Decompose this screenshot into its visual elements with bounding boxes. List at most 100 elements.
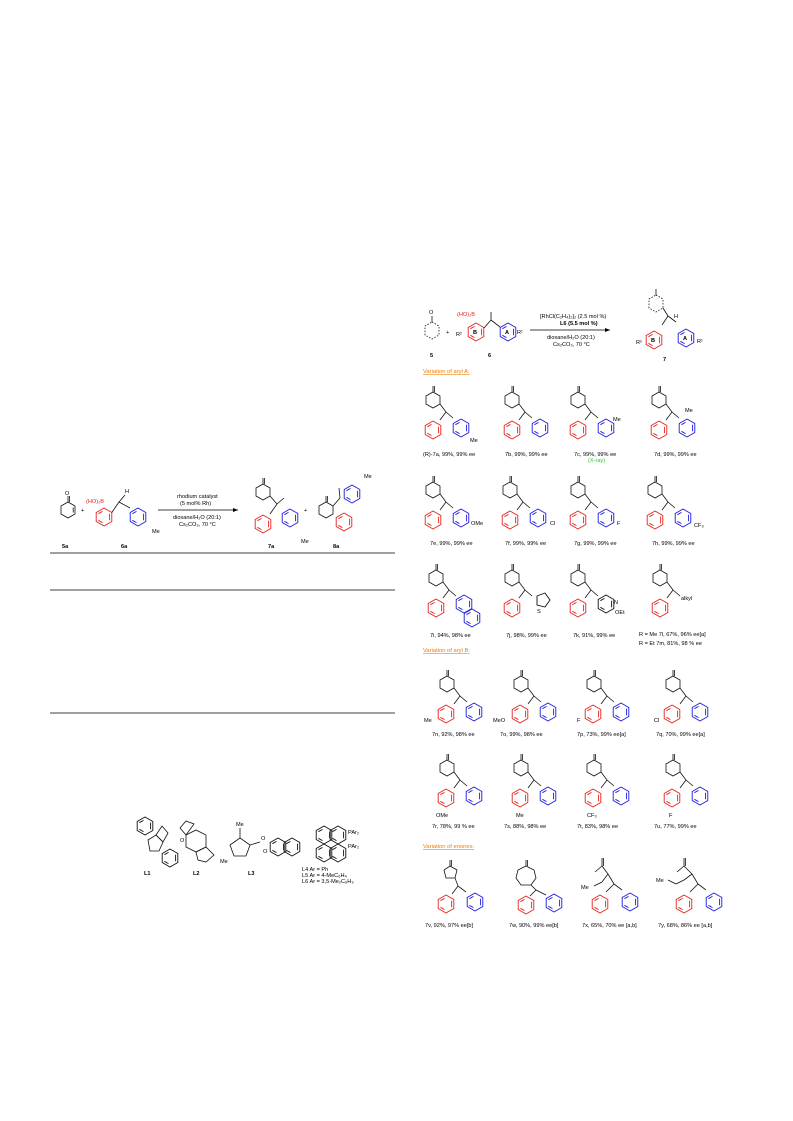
compound-7k: N OEt	[569, 563, 625, 618]
compound-7u: F	[663, 753, 709, 819]
alkyl-label: alkyl	[681, 596, 692, 602]
table-scheme: O + (HO)₂B H Me rhodium catalyst (5 mol%…	[50, 474, 395, 714]
compound-7y-label: 7y, 68%, 86% ee [a,b]	[658, 923, 713, 929]
substituent-7s: Me	[516, 813, 524, 819]
structure-7a-table: Me	[254, 477, 309, 545]
ligand-L5-label: L5 Ar = 4-MeC₆H₄	[302, 873, 348, 879]
compound-7x-label: 7x, 65%, 70% ee [a,b]	[582, 923, 637, 929]
substituent-7c: Me	[613, 417, 621, 423]
compound-7g-label: 7g, 99%, 99% ee	[574, 541, 617, 547]
h-label: H	[125, 489, 129, 495]
compound-7b	[503, 385, 549, 440]
ligand-L3-me: Me	[236, 822, 244, 828]
section-enones: Variation of enones:	[423, 844, 475, 850]
compound-7k-label: 7k, 91%, 99% ee	[573, 633, 615, 639]
structure-5a: O	[60, 491, 76, 519]
ligand-par2-top: PAr₂	[348, 830, 359, 836]
compound-7d: Me	[650, 385, 696, 440]
substituent-7y: Me	[656, 878, 664, 884]
ring-a-label: A	[505, 330, 509, 336]
ring-b-label-7: B	[651, 338, 655, 344]
oxygen-label-5: O	[429, 310, 434, 316]
compound-7f-label: 7f, 99%, 99% ee	[505, 541, 546, 547]
structure-5: O	[424, 310, 440, 340]
compound-7a-label: (R)-7a, 99%, 99% ee	[423, 452, 475, 458]
ligand-structures: L1 O L2 Me Me O O L3 PAr₂	[136, 816, 359, 885]
compound-7e-label: 7e, 99%, 99% ee	[430, 541, 473, 547]
compound-7n: Me	[424, 669, 483, 724]
label-6a: 6a	[121, 544, 128, 550]
label-5: 5	[430, 353, 433, 359]
compound-7t: CF₃	[584, 753, 630, 819]
compound-7p: F	[577, 669, 630, 724]
structure-6a: (HO)₂B H Me	[86, 489, 160, 535]
compound-7y: Me	[656, 858, 723, 914]
compound-7s: Me	[511, 753, 557, 819]
compound-7l-label: R = Me 7l, 67%, 96% ee[a]	[639, 632, 706, 638]
substituent-7f: Cl	[550, 521, 555, 527]
ligand-L2: O	[179, 820, 215, 863]
ligand-L4-L6: PAr₂ PAr₂	[315, 825, 359, 863]
substituent-7e: OMe	[471, 521, 483, 527]
ligand-L3-me2: Me	[220, 859, 228, 865]
label-6: 6	[488, 353, 491, 359]
ring-a-label-7: A	[683, 336, 687, 342]
label-8a: 8a	[333, 544, 340, 550]
compound-7s-label: 7s, 88%, 98% ee	[504, 824, 546, 830]
compound-7r-label: 7r, 78%, 99 % ee	[432, 824, 475, 830]
methyl-label: Me	[152, 529, 160, 535]
ligand-L3: Me Me O O	[220, 822, 301, 865]
main-condition-base: Cs₂CO₃, 70 °C	[553, 342, 590, 348]
substituent-7g: F	[617, 521, 621, 527]
substituent-7h: CF₃	[694, 523, 704, 529]
ligand-L6-label: L6 Ar = 3,5-Me₂C₆H₃	[302, 879, 354, 885]
ligand-L2-oxygen: O	[180, 838, 185, 844]
compound-7q-label: 7q, 70%, 99% ee[a]	[656, 732, 705, 738]
substituent-7t: CF₃	[587, 813, 597, 819]
section-aryl-a: Variation of aryl A:	[423, 369, 470, 375]
compound-7c: Me	[569, 385, 621, 440]
compound-7j: S	[503, 563, 551, 618]
plus-sign-2: +	[304, 508, 307, 514]
compound-7i	[427, 563, 481, 628]
ligand-L4-label: L4 Ar = Ph	[302, 867, 328, 873]
substituent-7a: Me	[470, 438, 478, 444]
substituent-7r: OMe	[436, 813, 448, 819]
compound-7x: Me	[581, 858, 639, 914]
main-condition-catalyst: [RhCl(C₂H₄)₂]₂ (2.5 mol %)	[540, 314, 606, 320]
ligand-L3-label: L3	[248, 871, 255, 877]
structure-6: (HO)₂B R² B A R¹	[456, 312, 523, 342]
compound-7e: OMe	[424, 475, 483, 530]
compound-7h: CF₃	[646, 475, 704, 530]
structure-8a: Me	[318, 474, 372, 532]
r2-label: R²	[456, 332, 462, 338]
compound-7p-label: 7p, 73%, 99% ee[a]	[577, 732, 626, 738]
condition-base: Cs₂CO₃, 70 °C	[179, 522, 216, 528]
plus-sign-main: +	[446, 330, 449, 336]
compound-7b-label: 7b, 99%, 99% ee	[505, 452, 548, 458]
xray-note: (X-ray)	[588, 458, 605, 464]
substituent-7p: F	[577, 718, 581, 724]
structure-7: H B R² A R¹	[636, 289, 703, 350]
compound-7v-label: 7v, 92%, 97% ee[b]	[425, 923, 474, 929]
r1-label-7: R¹	[697, 339, 703, 345]
substituent-7n: Me	[424, 718, 432, 724]
compound-7o: MeO	[493, 669, 557, 724]
ligand-L3-o2: O	[263, 849, 268, 855]
substituent-7x: Me	[581, 885, 589, 891]
condition-catalyst: rhodium catalyst	[177, 494, 218, 500]
compound-7h-label: 7h, 99%, 99% ee	[652, 541, 695, 547]
r2-label-7: R²	[636, 340, 642, 346]
compound-7v	[437, 860, 484, 914]
plus-sign: +	[81, 508, 84, 514]
label-7: 7	[663, 357, 666, 363]
compound-7w-label: 7w, 90%, 99% ee[b]	[509, 923, 559, 929]
methyl-label-8a: Me	[364, 474, 372, 480]
compound-7i-label: 7i, 94%, 98% ee	[430, 633, 471, 639]
r1-label: R¹	[517, 330, 523, 336]
compound-7g: F	[569, 475, 621, 530]
methyl-label-7a: Me	[301, 539, 309, 545]
compound-7q: Cl	[654, 669, 709, 724]
nitrogen-label-7k: N	[614, 600, 618, 606]
